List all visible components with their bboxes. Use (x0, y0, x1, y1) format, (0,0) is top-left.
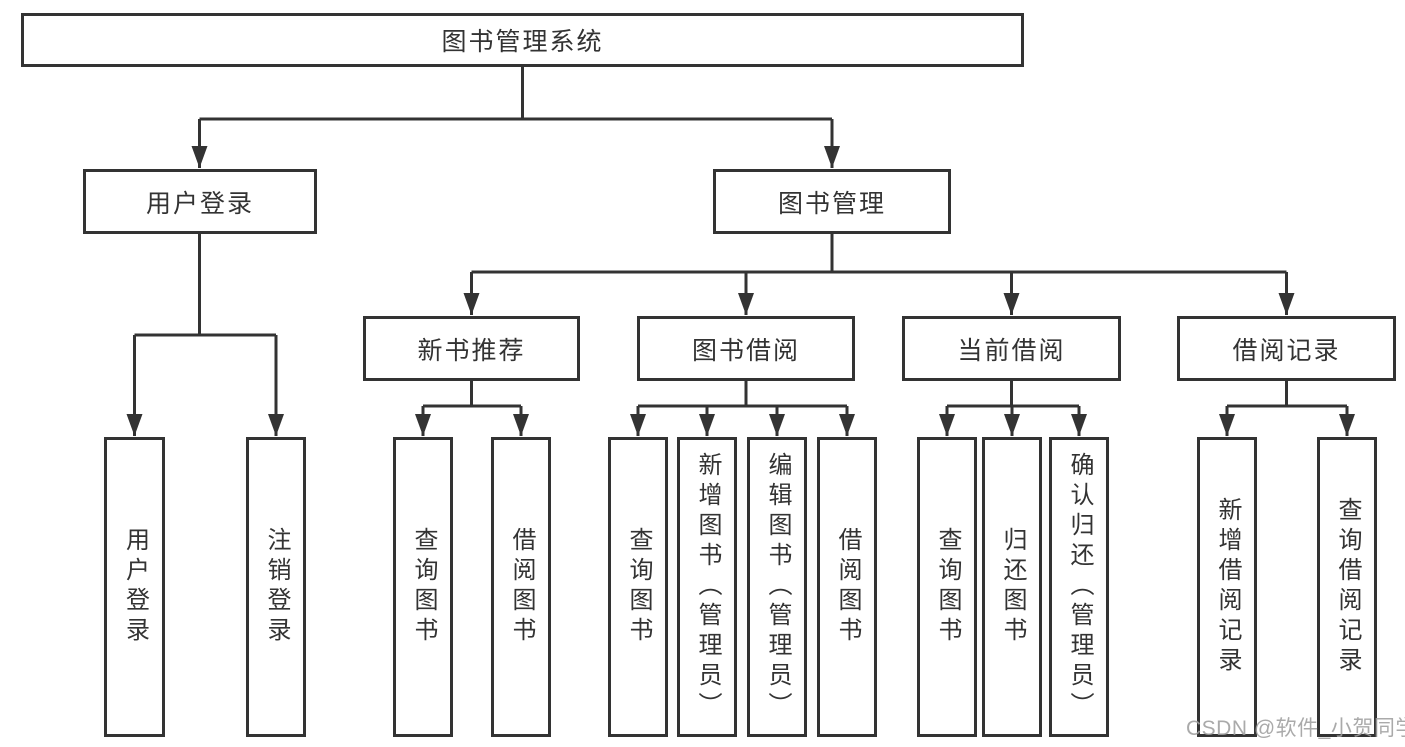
leaf-add-books-admin: 新增图书（管理员） (677, 437, 737, 737)
node-library-system-label: 图书管理系统 (441, 28, 604, 56)
node-book-management-label: 图书管理 (777, 189, 886, 218)
leaf-return-books-label: 归还图书 (999, 527, 1026, 647)
leaf-user-login: 用户登录 (104, 437, 165, 737)
node-borrowing-records: 借阅记录 (1177, 316, 1396, 381)
node-book-borrowing-label: 图书借阅 (691, 336, 800, 365)
leaf-edit-books-admin-label: 编辑图书（管理员） (764, 452, 791, 722)
connector-lines (126, 67, 1355, 436)
leaf-confirm-return-admin-label: 确认归还（管理员） (1066, 452, 1093, 722)
leaf-borrow-books-recommend-label: 借阅图书 (508, 527, 535, 647)
leaf-query-books-current: 查询图书 (917, 437, 977, 737)
node-current-borrowing-label: 当前借阅 (957, 336, 1066, 365)
leaf-query-books-recommend: 查询图书 (393, 437, 453, 737)
leaf-confirm-return-admin: 确认归还（管理员） (1049, 437, 1109, 737)
leaf-add-books-admin-label: 新增图书（管理员） (694, 452, 721, 722)
leaf-logout: 注销登录 (246, 437, 306, 737)
leaf-query-books-borrowing-label: 查询图书 (625, 527, 652, 647)
node-current-borrowing: 当前借阅 (902, 316, 1121, 381)
leaf-user-login-label: 用户登录 (121, 527, 149, 647)
leaf-edit-books-admin: 编辑图书（管理员） (747, 437, 807, 737)
node-book-borrowing: 图书借阅 (637, 316, 855, 381)
node-new-book-recommendation-label: 新书推荐 (417, 336, 526, 365)
leaf-query-borrow-record: 查询借阅记录 (1317, 437, 1377, 737)
node-user-login-label: 用户登录 (145, 189, 254, 218)
leaf-query-books-recommend-label: 查询图书 (410, 527, 437, 647)
leaf-add-borrow-record: 新增借阅记录 (1197, 437, 1257, 737)
leaf-borrow-books-recommend: 借阅图书 (491, 437, 551, 737)
csdn-watermark: CSDN @软件_小贺同学 (1186, 717, 1405, 740)
leaf-return-books: 归还图书 (982, 437, 1042, 737)
leaf-query-books-borrowing: 查询图书 (608, 437, 668, 737)
leaf-add-borrow-record-label: 新增借阅记录 (1214, 497, 1241, 677)
leaf-query-borrow-record-label: 查询借阅记录 (1334, 497, 1361, 677)
node-new-book-recommendation: 新书推荐 (363, 316, 580, 381)
node-borrowing-records-label: 借阅记录 (1232, 336, 1341, 365)
node-library-system: 图书管理系统 (21, 13, 1024, 67)
leaf-query-books-current-label: 查询图书 (934, 527, 961, 647)
node-user-login: 用户登录 (83, 169, 317, 234)
node-book-management: 图书管理 (713, 169, 951, 234)
leaf-borrow-books-borrowing-label: 借阅图书 (834, 527, 861, 647)
leaf-logout-label: 注销登录 (263, 527, 290, 647)
leaf-borrow-books-borrowing: 借阅图书 (817, 437, 877, 737)
